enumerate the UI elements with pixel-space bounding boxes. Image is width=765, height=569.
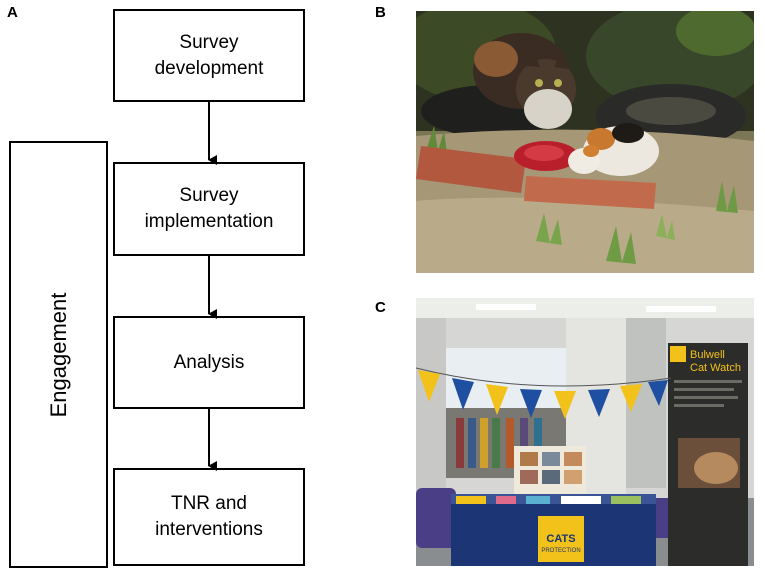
step-survey-development: Survey development: [113, 9, 305, 102]
banner-title: Bulwell: [690, 349, 725, 361]
step-tnr-and-interventions: TNR and interventions: [113, 468, 305, 566]
svg-text:Cat Watch: Cat Watch: [690, 362, 741, 374]
photo-cat-watch-stand: Bulwell Cat Watch CATS: [416, 298, 754, 566]
photo-cats-feeding: [416, 11, 754, 273]
step-survey-implementation: Survey implementation: [113, 162, 305, 256]
engagement-box: Engagement: [9, 141, 108, 568]
step-analysis: Analysis: [113, 316, 305, 409]
tablecloth-brand: CATS: [546, 533, 575, 545]
panel-label-b: B: [375, 4, 386, 21]
panel-label-c: C: [375, 299, 386, 316]
panel-label-a: A: [7, 4, 18, 21]
tablecloth-sub: PROTECTION: [541, 548, 580, 554]
